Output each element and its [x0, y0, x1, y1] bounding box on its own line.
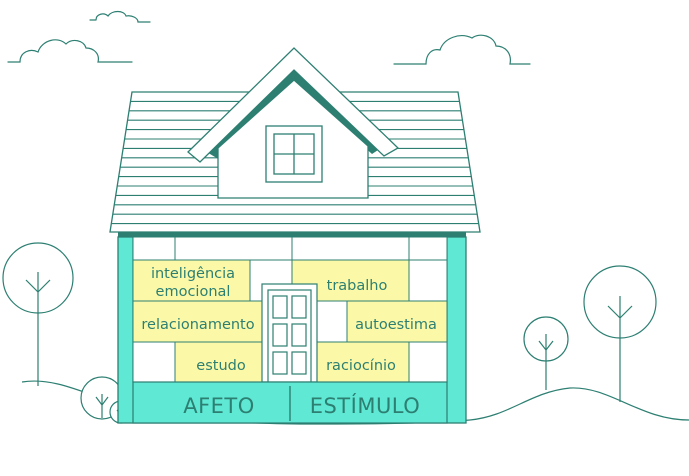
brick-relacionamento — [132, 300, 263, 343]
label-estudo: estudo — [196, 358, 246, 374]
label-estimulo: ESTÍMULO — [310, 393, 421, 418]
label-trabalho: trabalho — [327, 278, 388, 294]
label-relacionamento: relacionamento — [141, 317, 254, 333]
label-inteligencia-line2: emocional — [156, 284, 231, 300]
clouds — [7, 10, 531, 65]
label-inteligencia-line1: inteligência — [151, 266, 235, 282]
tree-left — [2, 242, 74, 386]
dormer-roof — [187, 47, 400, 163]
label-raciocinio: raciocínio — [326, 358, 396, 374]
cloud-left — [7, 39, 133, 63]
eave — [118, 232, 466, 237]
door[interactable] — [261, 283, 318, 383]
label-afeto: AFETO — [183, 394, 255, 418]
dormer — [187, 47, 400, 199]
cloud-right — [393, 34, 531, 65]
brick-inteligencia — [132, 259, 251, 302]
foundation — [132, 381, 448, 424]
brick-autoestima — [346, 300, 448, 343]
label-autoestima: autoestima — [355, 317, 437, 333]
tree-right-small — [523, 316, 569, 390]
trees — [2, 242, 657, 424]
cloud-small — [89, 10, 151, 23]
tree-right-large — [583, 265, 657, 402]
